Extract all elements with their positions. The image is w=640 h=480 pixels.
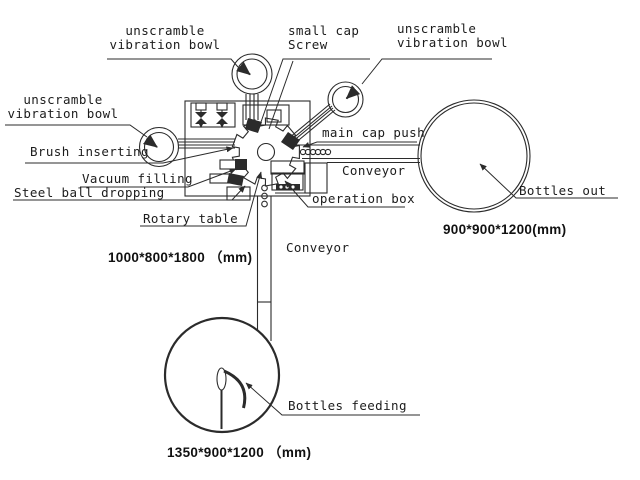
vacuum-station [219,159,247,170]
leader-steel-ball [13,185,246,201]
label-unscramble-bowl-right: unscramble vibration bowl [397,21,508,50]
gear-center [256,142,276,162]
leader-unscramble-top [107,58,239,68]
label-unscramble-bowl-left: unscramble vibration bowl [7,92,119,121]
valve-icon [216,102,228,128]
brush-feed-track [178,138,235,149]
label-small-cap-screw: small cap Screw [288,23,360,52]
rotary-gear-icon [231,117,300,187]
dimension-bottles-feeding-table: 1350*900*1200 （mm) [167,445,312,460]
vibration-bowl-right [327,81,364,118]
needle-icon [143,134,158,148]
vibration-bowl-left [138,126,180,168]
leader-bottles-out [479,163,618,199]
bottles-out-table-shape [417,99,531,213]
label-bottles-out: Bottles out [519,183,607,198]
label-conveyor-right: Conveyor [342,163,406,178]
conveyor-vertical-shape [256,184,272,341]
leader-unscramble-left [5,124,148,138]
bottles-feeding-table-shape [163,316,281,434]
vibration-bowl-top [231,53,273,95]
label-brush-inserting: Brush inserting [30,144,149,159]
leader-brush-inserting [25,146,234,164]
leader-lines [5,58,618,416]
leader-screw [268,60,294,130]
leader-operation-box [284,180,405,208]
label-vacuum-filling: Vacuum filling [82,171,193,186]
dimension-machine: 1000*800*1800 （mm) [108,250,253,265]
valve-panel [190,102,236,128]
leader-rotary-table [140,171,263,227]
bottles-on-conveyor [299,148,332,156]
label-conveyor-vertical: Conveyor [286,240,350,255]
leader-small-cap [260,58,370,123]
steel-ball-station [209,173,244,186]
bottles-on-conveyor [261,184,268,208]
needle-icon [236,61,251,76]
needle-icon [345,85,361,100]
leader-unscramble-right [361,58,492,85]
dimension-bottles-out-table: 900*900*1200(mm) [443,222,567,237]
label-operation-box: operation box [312,191,416,206]
label-steel-ball-dropping: Steel ball dropping [14,185,165,200]
label-bottles-feeding: Bottles feeding [288,398,407,413]
label-main-cap-push: main cap push [322,125,426,140]
leader-main-cap-push [302,141,417,148]
label-unscramble-bowl-top: unscramble vibration bowl [109,23,221,52]
feeder-arc-icon [223,369,247,409]
operation-box-shape [270,160,328,194]
valve-icon [195,102,207,128]
screw-feed-track [245,94,262,133]
leader-vacuum-filling [80,168,237,188]
leader-bottles-feeding [245,382,420,416]
conveyor-right-shape [296,144,420,164]
label-rotary-table: Rotary table [143,211,239,226]
cap-feed-track [281,103,336,150]
